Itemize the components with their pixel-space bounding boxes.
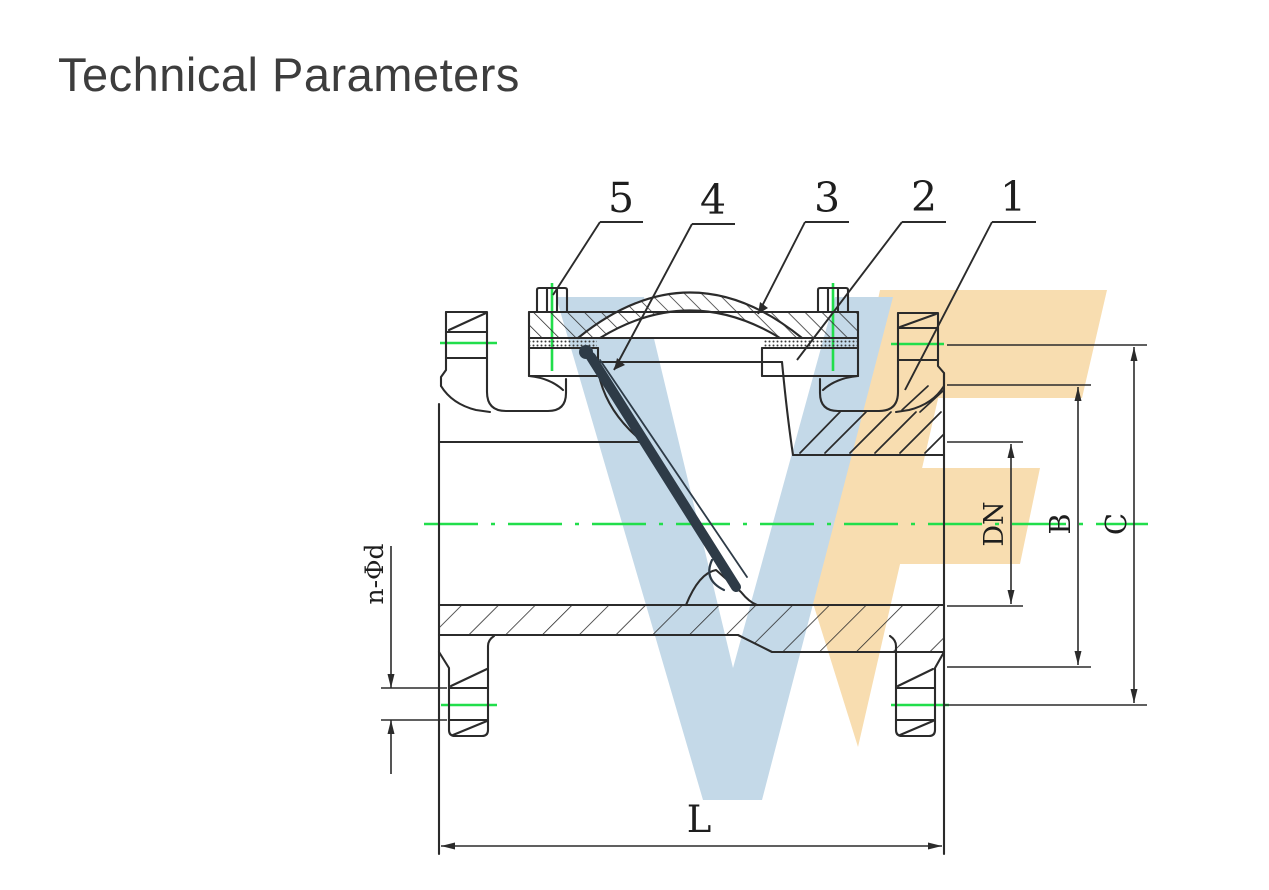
part-callouts <box>552 221 1036 391</box>
disc-outline <box>599 359 748 578</box>
dimension-lines <box>381 344 1147 854</box>
dimension-labels-group: DN B C L n-Φd <box>360 501 1133 841</box>
disc-plate <box>586 352 741 592</box>
part-number-2: 2 <box>911 173 937 221</box>
watermark-letter-v-shape <box>556 297 893 800</box>
part-number-4: 4 <box>700 176 726 224</box>
leader-line-5 <box>552 221 643 296</box>
hinge-pin <box>579 345 593 359</box>
part-number-labels: 5 4 3 2 1 <box>608 173 1026 224</box>
dimension-label-L: L <box>687 798 712 841</box>
left-cover-bolt <box>535 286 569 314</box>
dimension-label-B: B <box>1043 513 1077 534</box>
dimension-bolt-hole-extensions <box>381 687 447 721</box>
leader-line-1 <box>904 221 1036 391</box>
bottom-right-flange <box>888 634 946 738</box>
dimension-label-C: C <box>1099 513 1133 535</box>
dimension-L-extensions <box>438 742 945 854</box>
bottom-left-flange <box>437 634 496 738</box>
dimension-C-extensions <box>944 344 1147 706</box>
disc-hook <box>708 558 726 592</box>
part-number-5: 5 <box>608 174 634 222</box>
gasket-left <box>530 339 597 347</box>
disc-assembly <box>579 345 748 592</box>
leader-line-4 <box>613 223 735 371</box>
dimension-B-extensions <box>947 384 1091 668</box>
right-cover-bolt <box>816 286 850 314</box>
dimension-label-DN: DN <box>979 501 1010 546</box>
valve-body-outline <box>437 286 946 856</box>
bonnet-dome-inner-arc <box>598 309 782 340</box>
right-hub-hatching <box>799 385 945 454</box>
funnel-right-edge <box>780 360 795 457</box>
dimension-DN-extensions <box>947 441 1023 607</box>
leader-line-2 <box>796 221 946 361</box>
bonnet-dome-outer-arc <box>576 291 804 340</box>
part-number-1: 1 <box>1000 173 1026 221</box>
left-flange-plate <box>444 310 489 378</box>
leader-line-3 <box>757 221 849 315</box>
dimension-label-bolt-holes: n-Φd <box>360 543 389 604</box>
dimension-arrowheads <box>387 347 1138 850</box>
wall-inner-bottom <box>437 633 946 654</box>
page-title: Technical Parameters <box>58 48 520 102</box>
part-number-3: 3 <box>814 174 840 222</box>
